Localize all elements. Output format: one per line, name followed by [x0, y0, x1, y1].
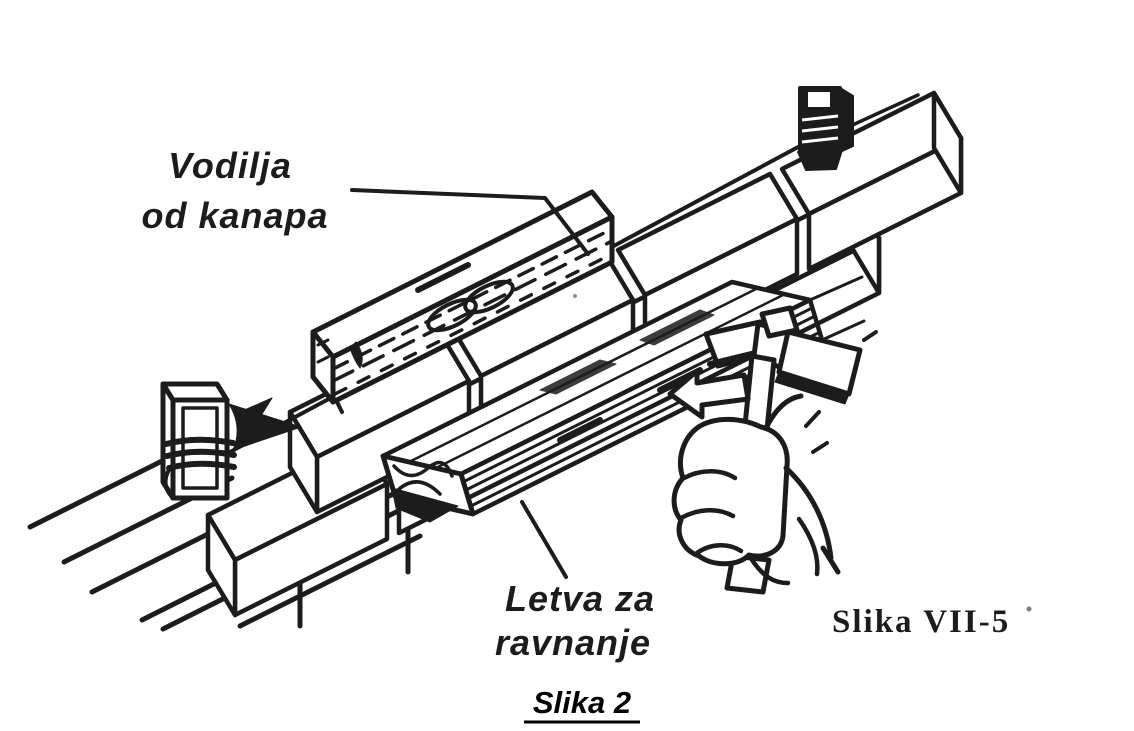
pennant-flag — [239, 397, 273, 431]
mortar-joints — [297, 527, 411, 629]
spirit-level — [310, 189, 615, 414]
right-stake — [797, 86, 854, 171]
brick — [931, 90, 964, 196]
brick — [205, 512, 238, 618]
scan-speck — [573, 294, 577, 298]
leader-lines — [350, 188, 590, 579]
bubble-vial — [426, 297, 478, 333]
label-lath-line2: ravnanje — [495, 622, 651, 663]
string-coil — [163, 436, 237, 499]
guide-label-leader — [350, 188, 590, 256]
direction-arrow-icon — [667, 368, 751, 420]
lath-label-leader — [520, 500, 568, 579]
left-stake — [160, 381, 302, 501]
scan-speck — [1026, 606, 1032, 612]
stake-notch — [808, 92, 830, 107]
label-string-guide-line1: Vodilja — [168, 145, 292, 186]
brick — [287, 409, 320, 515]
mason-hand-with-hammer — [671, 305, 878, 595]
figure-caption: Slika 2 — [533, 685, 631, 720]
figure-number: Slika VII-5 — [832, 604, 1010, 640]
wrist-line — [783, 465, 834, 561]
lath-shadow — [391, 487, 459, 523]
label-lath-line1: Letva za — [505, 578, 655, 619]
bubble-vial — [463, 279, 515, 315]
fist — [671, 416, 790, 567]
label-string-guide-line2: od kanapa — [141, 195, 328, 236]
level-end-face — [310, 329, 336, 405]
